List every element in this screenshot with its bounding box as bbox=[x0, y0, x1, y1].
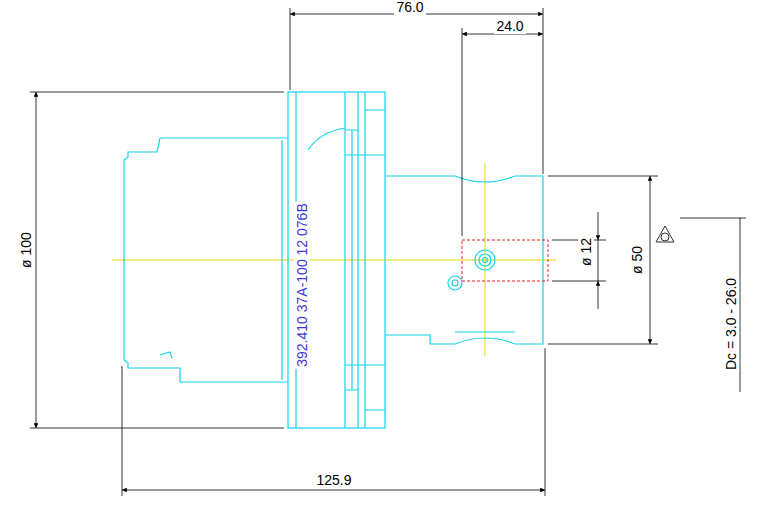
center-lines bbox=[112, 163, 556, 356]
part-number: 392.410 37A-100 12 076B bbox=[294, 201, 310, 368]
holder-outline bbox=[124, 92, 543, 428]
dimension-text: ø 50 bbox=[629, 244, 645, 276]
dimension-lines bbox=[30, 8, 746, 496]
dimension-text: 76.0 bbox=[394, 0, 425, 15]
dimension-text: Dc = 3.0 - 26.0 bbox=[723, 276, 739, 372]
dimension-text: ø 12 bbox=[578, 236, 594, 268]
dimension-text: 24.0 bbox=[494, 18, 525, 34]
dimension-text: 125.9 bbox=[314, 472, 353, 488]
dimension-text: ø 100 bbox=[18, 230, 34, 270]
cut-zone bbox=[462, 240, 548, 281]
